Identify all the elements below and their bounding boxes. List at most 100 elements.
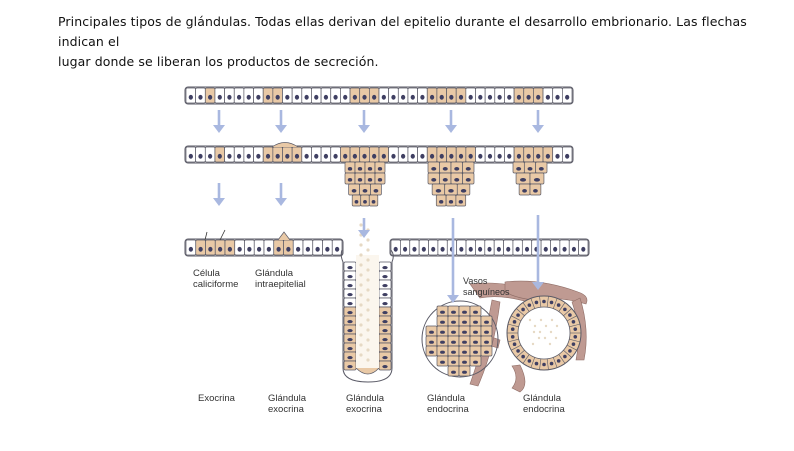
secretion-dot — [366, 298, 370, 302]
cell-nucleus — [429, 153, 435, 159]
cell-nucleus — [451, 340, 456, 344]
cell-nucleus — [357, 167, 363, 171]
cell-nucleus — [265, 94, 271, 100]
follicle-cell-border — [546, 296, 549, 308]
follicle-cell-border — [552, 298, 558, 309]
follicle-cell-border — [516, 350, 525, 358]
cell-nucleus — [325, 246, 330, 252]
cell-nucleus — [533, 178, 541, 182]
cell-nucleus — [507, 153, 512, 159]
cell-nucleus — [198, 246, 203, 252]
cell-nucleus — [442, 167, 448, 171]
secretion-dot — [366, 268, 370, 272]
cell-nucleus — [512, 342, 517, 346]
cell-nucleus — [473, 360, 478, 364]
cell-nucleus — [458, 153, 464, 159]
blood-vessel — [511, 364, 526, 393]
secretion-dot — [366, 348, 370, 352]
follicle-cell-border — [563, 308, 572, 316]
follicle-cell-border — [546, 358, 549, 370]
cell-nucleus — [382, 292, 388, 297]
cell-nucleus — [347, 328, 353, 333]
secretion-dot — [366, 358, 370, 362]
caption-line-1: Principales tipos de glándulas. Todas el… — [58, 14, 747, 49]
cell-nucleus — [484, 350, 489, 354]
cell-nucleus — [512, 320, 517, 324]
down-arrow — [445, 110, 457, 133]
cell-nucleus — [429, 94, 435, 100]
cell-nucleus — [315, 246, 320, 252]
cell-nucleus — [382, 310, 388, 315]
secretion-dot — [359, 333, 363, 337]
cell-nucleus — [510, 335, 515, 339]
cell-nucleus — [347, 283, 353, 288]
cell-nucleus — [543, 246, 548, 252]
cell-nucleus — [362, 189, 368, 193]
cell-nucleus — [354, 200, 359, 204]
figure-caption: Principales tipos de glándulas. Todas el… — [58, 12, 778, 72]
cell-nucleus — [351, 189, 357, 193]
cell-nucleus — [440, 350, 445, 354]
cell-nucleus — [516, 349, 520, 353]
down-arrow — [358, 110, 370, 133]
cell-nucleus — [451, 350, 456, 354]
cell-nucleus — [431, 167, 437, 171]
follicle-cell-border — [530, 298, 536, 309]
follicle-cell-border — [558, 302, 566, 312]
cell-nucleus — [343, 153, 348, 159]
cell-nucleus — [377, 167, 383, 171]
cell-nucleus — [333, 153, 338, 159]
cell-nucleus — [439, 94, 444, 100]
cell-nucleus — [496, 246, 501, 252]
cell-nucleus — [440, 310, 445, 314]
cell-nucleus — [285, 94, 290, 100]
cell-nucleus — [516, 153, 522, 159]
cell-nucleus — [347, 346, 353, 351]
down-arrow — [275, 110, 287, 133]
follicle-cell-border — [539, 358, 542, 370]
cell-nucleus — [527, 359, 532, 363]
cell-nucleus — [382, 283, 388, 288]
cell-nucleus — [347, 265, 353, 270]
cell-nucleus — [347, 355, 353, 360]
cell-nucleus — [538, 167, 544, 171]
arrow-head — [447, 295, 459, 303]
cell-nucleus — [484, 330, 489, 334]
cell-nucleus — [451, 370, 456, 374]
cell-nucleus — [516, 94, 522, 100]
follicle-cell-border — [508, 323, 519, 328]
cell-nucleus — [468, 94, 473, 100]
cell-nucleus — [526, 153, 531, 159]
cell-nucleus — [347, 274, 353, 279]
cell-nucleus — [568, 349, 572, 353]
cell-nucleus — [506, 246, 511, 252]
cell-nucleus — [473, 310, 478, 314]
secretion-dot — [359, 323, 363, 327]
cell-nucleus — [347, 310, 353, 315]
label-exocrine: Exocrina — [198, 393, 235, 404]
cell-nucleus — [382, 337, 388, 342]
cell-nucleus — [347, 178, 353, 182]
cell-nucleus — [363, 200, 367, 204]
follicle-cell-border — [516, 308, 525, 316]
cell-nucleus — [256, 246, 262, 252]
secretion-dot — [533, 324, 537, 328]
cell-nucleus — [294, 153, 300, 159]
cell-nucleus — [440, 330, 445, 334]
cell-nucleus — [352, 94, 357, 100]
cell-nucleus — [545, 153, 550, 159]
cell-nucleus — [403, 246, 408, 252]
cell-nucleus — [568, 313, 572, 317]
cell-nucleus — [527, 167, 533, 171]
secretion-dot — [531, 342, 535, 346]
cell-nucleus — [487, 153, 493, 159]
secretion-dot — [359, 253, 363, 257]
cell-nucleus — [571, 342, 576, 346]
cell-nucleus — [478, 246, 483, 252]
follicle-cell-border — [539, 296, 542, 308]
cell-nucleus — [462, 340, 467, 344]
cell-nucleus — [256, 94, 261, 100]
secretion-arrows — [213, 110, 544, 303]
